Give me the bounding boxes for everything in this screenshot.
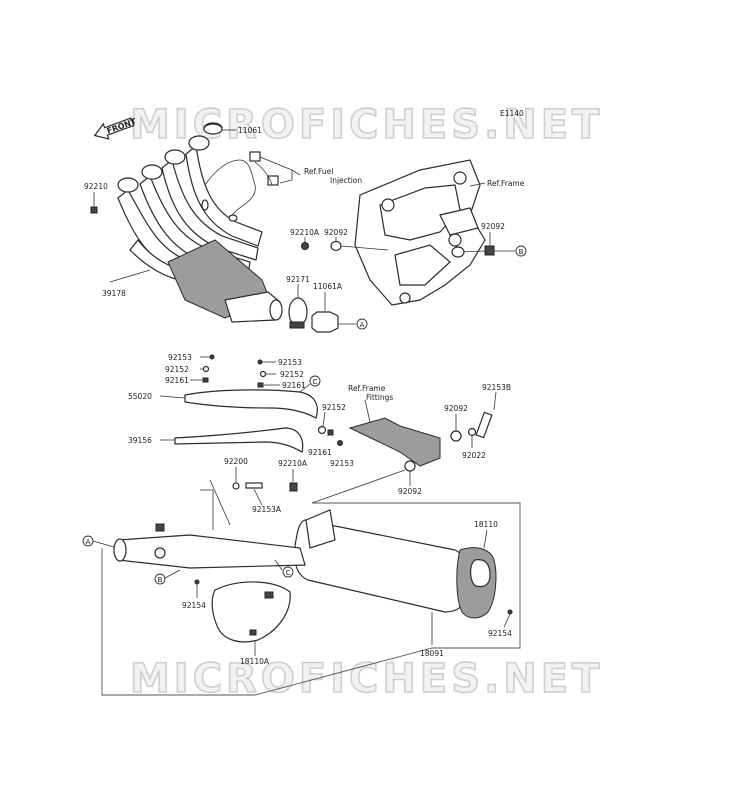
- label-92152-a: 92152: [165, 365, 189, 374]
- label-92210A-top: 92210A: [290, 228, 320, 237]
- nut-92210A-top: [301, 242, 309, 250]
- callout-c-bottom: [282, 566, 294, 578]
- screw-92154-right: [507, 609, 513, 615]
- callout-c-bottom-text: C: [286, 569, 291, 577]
- label-92153B: 92153B: [482, 383, 511, 392]
- screw-92153-c: [337, 440, 343, 446]
- screw-92154-left: [194, 579, 200, 585]
- exhaust-header-39178: [117, 122, 283, 323]
- label-92200: 92200: [224, 457, 248, 466]
- label-92092-mid1: 92092: [444, 404, 468, 413]
- label-92153-b: 92153: [278, 358, 302, 367]
- washer-92152-c: [317, 425, 327, 435]
- label-18091: 18091: [420, 649, 444, 658]
- label-92210A-mid: 92210A: [278, 459, 308, 468]
- washer-92200: [232, 482, 240, 490]
- label-92161-c: 92161: [308, 448, 332, 457]
- label-92154-left: 92154: [182, 601, 206, 610]
- label-92153-c: 92153: [330, 459, 354, 468]
- collar-92161-c: [327, 429, 334, 436]
- callout-c-top: [309, 375, 321, 387]
- bolt-92092-right: [484, 245, 495, 256]
- label-11061: 11061: [238, 126, 262, 135]
- ref-frame: Ref.Frame: [487, 179, 525, 188]
- label-92171: 92171: [286, 275, 310, 284]
- label-11061A: 11061A: [313, 282, 343, 291]
- label-92022: 92022: [462, 451, 486, 460]
- label-92161-a: 92161: [165, 376, 189, 385]
- bushing-92092-mid2: [404, 460, 416, 472]
- collar-92161-a: [190, 377, 209, 383]
- callout-a-bottom: [82, 535, 94, 547]
- bushing-92092-top: [330, 240, 342, 252]
- screw-92153-a: [200, 354, 215, 360]
- label-92153A: 92153A: [252, 505, 282, 514]
- mounting-bracket: [348, 417, 441, 467]
- callout-b-top: [515, 245, 527, 257]
- bolt-92153A: [245, 482, 263, 489]
- diagram-code: E1140: [500, 109, 524, 118]
- bushing-right: [451, 246, 465, 258]
- callout-c-top-text: C: [313, 378, 318, 386]
- label-92154-right: 92154: [488, 629, 512, 638]
- ref-frame-fittings-1: Ref.Frame: [348, 384, 386, 393]
- callout-b-bottom-text: B: [158, 576, 163, 584]
- bushing-92092-mid1: [450, 430, 462, 442]
- label-92153-a: 92153: [168, 353, 192, 362]
- heat-shield-55020: [184, 389, 318, 419]
- frame-outline: [354, 159, 486, 306]
- label-92161-b: 92161: [282, 381, 306, 390]
- label-39156: 39156: [128, 436, 152, 445]
- label-18110: 18110: [474, 520, 498, 529]
- label-18110A: 18110A: [240, 657, 270, 666]
- label-92152-c: 92152: [322, 403, 346, 412]
- callout-a-bottom-text: A: [86, 538, 91, 546]
- callout-a-top-text: A: [360, 321, 365, 329]
- nut-92210: [90, 206, 98, 214]
- washer-92152-a: [200, 365, 210, 373]
- ref-frame-fittings-2: Fittings: [366, 393, 393, 402]
- washer-92022: [467, 427, 477, 437]
- heat-shield-39156: [174, 427, 304, 453]
- label-92152-b: 92152: [280, 370, 304, 379]
- washer-92152-b: [259, 370, 276, 378]
- callout-a-top: [356, 318, 368, 330]
- label-55020: 55020: [128, 392, 152, 401]
- label-39178: 39178: [102, 289, 126, 298]
- label-92092-right: 92092: [481, 222, 505, 231]
- gasket-11061A: [311, 311, 339, 333]
- label-92210: 92210: [84, 182, 108, 191]
- ref-fuel-injection-1: Ref.Fuel: [304, 167, 333, 176]
- collar-92161-b: [257, 382, 280, 388]
- screw-92153-b: [257, 359, 276, 365]
- callout-b-top-text: B: [519, 248, 524, 256]
- callout-b-bottom: [154, 573, 166, 585]
- gasket-11061: [203, 123, 223, 135]
- label-92092-mid2: 92092: [398, 487, 422, 496]
- bolt-92153B: [475, 411, 493, 439]
- ref-fuel-injection-2: Injection: [330, 176, 362, 185]
- label-92092-top: 92092: [324, 228, 348, 237]
- nut-92210A-mid: [289, 482, 298, 492]
